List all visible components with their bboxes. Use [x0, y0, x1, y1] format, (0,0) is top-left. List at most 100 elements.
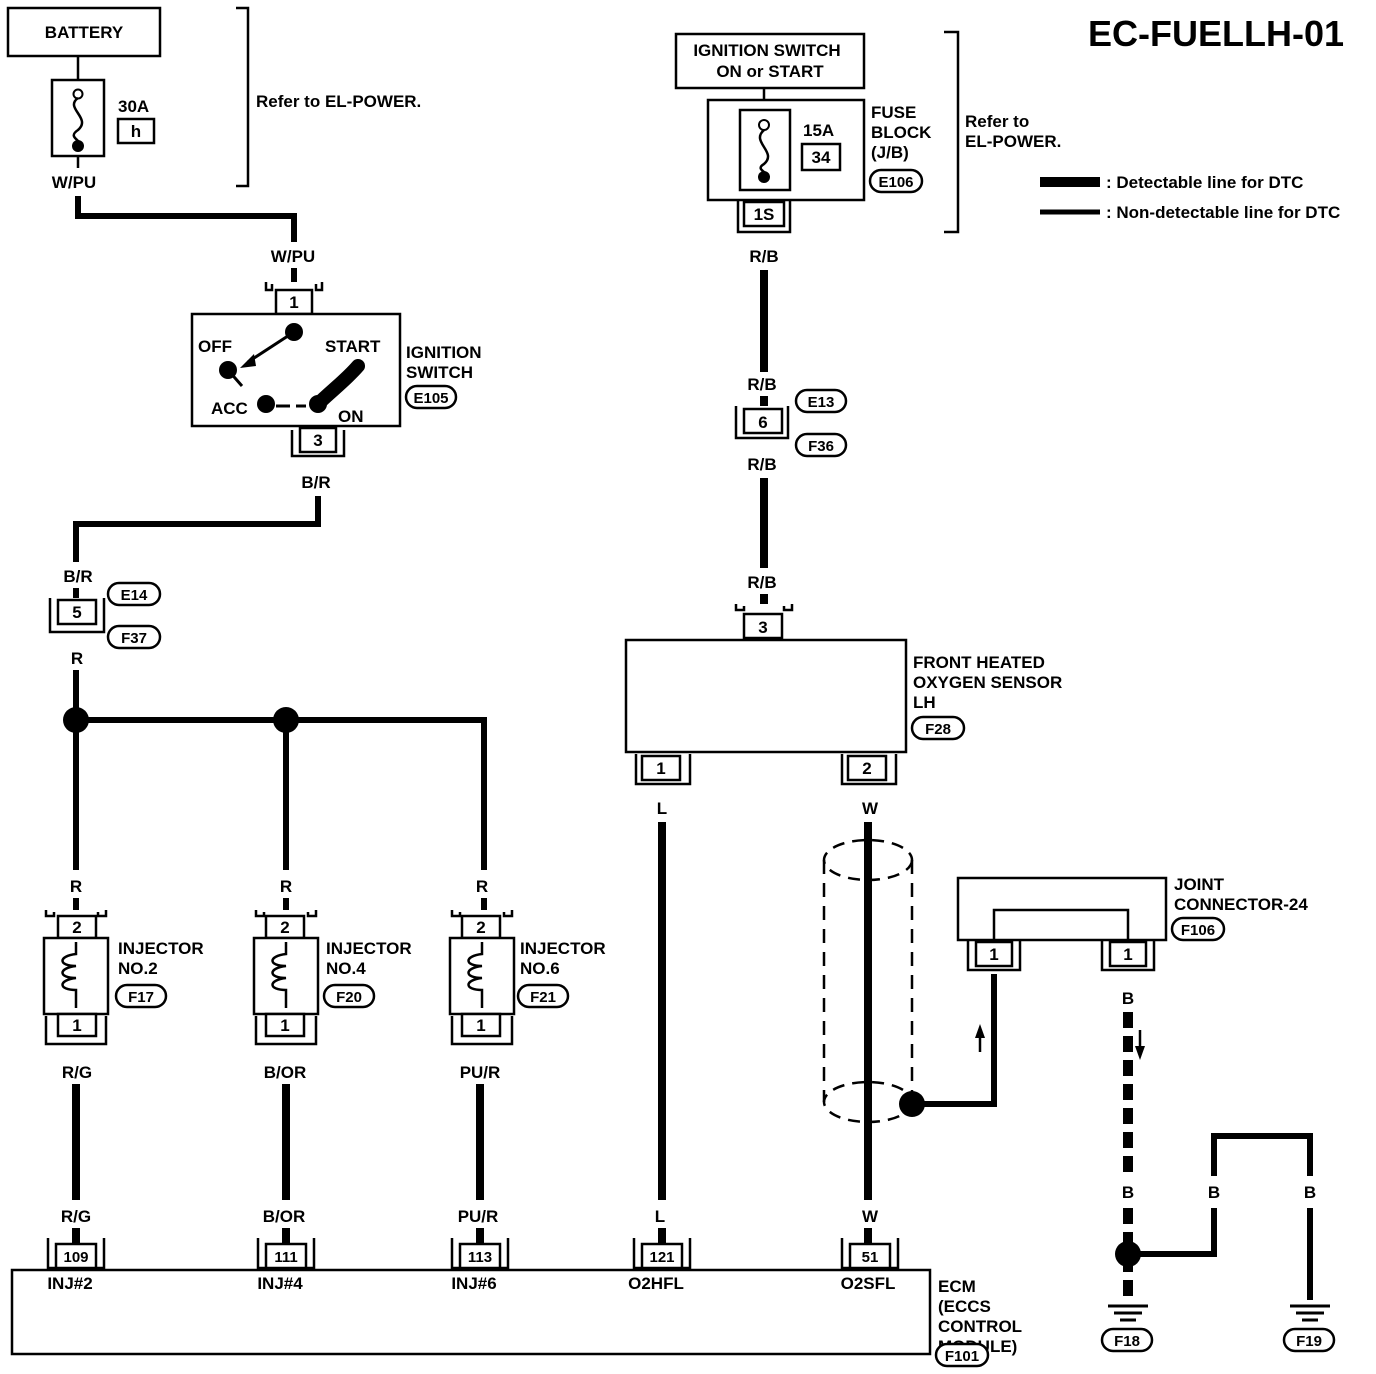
svg-text:5: 5: [72, 603, 81, 622]
svg-text:R: R: [280, 877, 292, 896]
ign-wire-in-color: W/PU: [271, 247, 315, 266]
svg-text:1: 1: [656, 759, 665, 778]
ignition-fuse-block: IGNITION SWITCH ON or START 15A 34 FUSE …: [674, 30, 1061, 234]
svg-text:FRONT HEATED: FRONT HEATED: [913, 653, 1045, 672]
rb-wire-label-3: R/B: [747, 573, 776, 592]
svg-text:PU/R: PU/R: [458, 1207, 499, 1226]
battery-box: [6, 6, 162, 58]
svg-text:R: R: [70, 877, 82, 896]
injector-no4: R 2 1 INJECTOR NO.4 F20 B/OR: [252, 877, 412, 1082]
svg-text:1: 1: [476, 1016, 485, 1035]
ign-pos-acc: ACC: [211, 399, 248, 418]
svg-text:OXYGEN SENSOR: OXYGEN SENSOR: [913, 673, 1062, 692]
svg-text:IGNITION SWITCH: IGNITION SWITCH: [693, 41, 840, 60]
injector-no4-badge: [322, 983, 376, 1009]
injector-no6: R 2 1 INJECTOR NO.6 F21 PU/R: [448, 877, 606, 1082]
svg-text:B/OR: B/OR: [263, 1207, 306, 1226]
svg-text:LH: LH: [913, 693, 936, 712]
svg-text:O2HFL: O2HFL: [628, 1274, 684, 1293]
ign-switch-label-2: SWITCH: [406, 363, 473, 382]
svg-text:O2SFL: O2SFL: [841, 1274, 896, 1293]
conn-f37-badge: [106, 624, 162, 650]
svg-text:34: 34: [812, 148, 831, 167]
svg-text:E105: E105: [413, 390, 448, 407]
ecm: ECM (ECCS CONTROL MODULE) F101 R/G 109 I…: [10, 1207, 1022, 1368]
battery-refer-text: Refer to EL-POWER.: [256, 92, 421, 111]
ground-f19-badge: [1282, 1327, 1336, 1353]
ign-connector-badge: [404, 384, 458, 410]
svg-text:NO.6: NO.6: [520, 959, 560, 978]
wire-b-r: [73, 496, 321, 562]
injector-no6-badge: [516, 983, 570, 1009]
svg-text:L: L: [657, 799, 667, 818]
ign-wire-out-color: B/R: [301, 473, 330, 492]
svg-text:3: 3: [758, 618, 767, 637]
svg-text:F106: F106: [1181, 922, 1215, 939]
ecm-box: [10, 1268, 932, 1356]
conn-f36-badge: [794, 432, 848, 458]
svg-text:B/R: B/R: [63, 567, 92, 586]
svg-text:F37: F37: [121, 630, 147, 647]
svg-text:(J/B): (J/B): [871, 143, 909, 162]
svg-text:JOINT: JOINT: [1174, 875, 1225, 894]
svg-text:6: 6: [758, 413, 767, 432]
svg-text:E13: E13: [808, 394, 835, 411]
svg-text:CONNECTOR-24: CONNECTOR-24: [1174, 895, 1308, 914]
svg-text:B: B: [1304, 1183, 1316, 1202]
svg-text:EL-POWER.: EL-POWER.: [965, 132, 1061, 151]
ign-pin-out: [298, 426, 338, 454]
svg-text:ECM: ECM: [938, 1277, 976, 1296]
conn-e14-badge: [106, 581, 162, 607]
svg-text:F20: F20: [336, 989, 362, 1006]
battery-block: BATTERY 30A h W/PU Refer to EL-POWER.: [6, 6, 421, 192]
svg-text:R/G: R/G: [62, 1063, 92, 1082]
joint-connector-24: JOINT CONNECTOR-24 F106 1 1 B: [956, 875, 1308, 1008]
svg-text:PU/R: PU/R: [460, 1063, 501, 1082]
diagram-title: EC-FUELLH-01: [1088, 13, 1344, 54]
svg-text:B: B: [1208, 1183, 1220, 1202]
ground-section: B B B F18 F19: [1100, 1133, 1336, 1353]
svg-text:B: B: [1122, 1183, 1134, 1202]
injector-no2-coil-icon: [61, 942, 78, 1008]
wire-r-bus: [76, 717, 487, 870]
svg-text:R/G: R/G: [61, 1207, 91, 1226]
svg-text:INJECTOR: INJECTOR: [326, 939, 412, 958]
svg-text:F19: F19: [1296, 1333, 1322, 1350]
ign-pos-off: OFF: [198, 337, 232, 356]
svg-text:F17: F17: [128, 989, 154, 1006]
injector-no2: R 2 1 INJECTOR NO.2 F17 R/G: [42, 877, 204, 1082]
svg-text:F21: F21: [530, 989, 556, 1006]
svg-text:INJECTOR: INJECTOR: [118, 939, 204, 958]
svg-text:R/B: R/B: [747, 455, 776, 474]
refer-bracket: [236, 6, 250, 188]
fuse-30a-rating: 30A: [118, 97, 149, 116]
svg-text:2: 2: [476, 918, 485, 937]
svg-text:1: 1: [280, 1016, 289, 1035]
ign-pos-on: ON: [338, 407, 364, 426]
ecm-badge: [934, 1342, 990, 1368]
svg-text:1: 1: [289, 293, 298, 312]
conn-e13-badge: [794, 388, 848, 414]
ign-pos-start: START: [325, 337, 381, 356]
o2-sensor-box: [624, 638, 908, 754]
legend-detectable: : Detectable line for DTC: [1106, 173, 1303, 192]
svg-text:R: R: [476, 877, 488, 896]
svg-text:2: 2: [280, 918, 289, 937]
svg-text:R: R: [71, 649, 83, 668]
ign-contact-on: [309, 395, 327, 413]
ign-switch-label-1: IGNITION: [406, 343, 482, 362]
legend: : Detectable line for DTC : Non-detectab…: [1040, 173, 1340, 222]
o2-sensor: 3 FRONT HEATED OXYGEN SENSOR LH F28 1 2 …: [624, 604, 1062, 818]
wire-b-ground-link: [1128, 1208, 1217, 1257]
ecm-terminal-121: L 121 O2HFL: [628, 1207, 692, 1293]
svg-text:CONTROL: CONTROL: [938, 1317, 1022, 1336]
svg-text:F36: F36: [808, 438, 834, 455]
wire-shield-ground: [912, 974, 997, 1107]
svg-text:ON or START: ON or START: [716, 62, 824, 81]
svg-text:B/OR: B/OR: [264, 1063, 307, 1082]
ignition-switch: 1 OFF START ACC ON IGNITION SWITCH E105 …: [190, 282, 482, 458]
battery-wire-color: W/PU: [52, 173, 96, 192]
svg-text:F18: F18: [1114, 1333, 1140, 1350]
svg-text:W: W: [862, 1207, 879, 1226]
